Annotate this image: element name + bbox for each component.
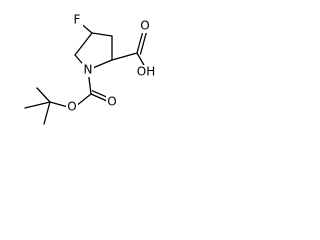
acid-hydroxyl-label: OH (137, 65, 155, 79)
bond-c3-c4 (91, 32, 113, 37)
atom-label-fluorine: F (71, 13, 83, 27)
bond-ccarbamate-o-double-a (90, 93, 108, 102)
bond-c4-c5 (74, 32, 93, 56)
fluorine-label: F (74, 13, 81, 27)
nitrogen-label: N (84, 63, 93, 77)
bond-ctert-ch3-bottom (43, 101, 51, 125)
bond-cacid-o-double-b (139, 31, 148, 55)
bond-ctert-ch3-top (36, 87, 51, 103)
bond-cacid-o-double-a (136, 30, 144, 54)
atom-label-carbamate-carbonyl-oxygen: O (106, 95, 118, 109)
chemical-structure-diagram: F N O OH O O (24, 13, 155, 125)
acid-carbonyl-oxygen-label: O (140, 19, 149, 33)
ester-oxygen-label: O (67, 100, 76, 114)
atom-label-acid-hydroxyl: OH (135, 65, 155, 79)
atom-label-acid-carbonyl-oxygen: O (139, 19, 151, 33)
bond-c2-cacid (111, 52, 138, 61)
carboxylic-acid-group (111, 30, 148, 68)
bond-cacid-oh (136, 52, 146, 68)
carbamate-carbonyl-oxygen-label: O (107, 95, 116, 109)
bond-ctert-ch3-left (24, 101, 51, 109)
boc-group (24, 69, 110, 125)
bond-oester-ctert (49, 101, 69, 108)
bond-ccarbamate-o-double-b (91, 90, 110, 99)
atom-label-ester-oxygen: O (66, 100, 78, 114)
bond-ccarbamate-oester (75, 93, 92, 107)
atom-label-nitrogen: N (82, 63, 94, 77)
